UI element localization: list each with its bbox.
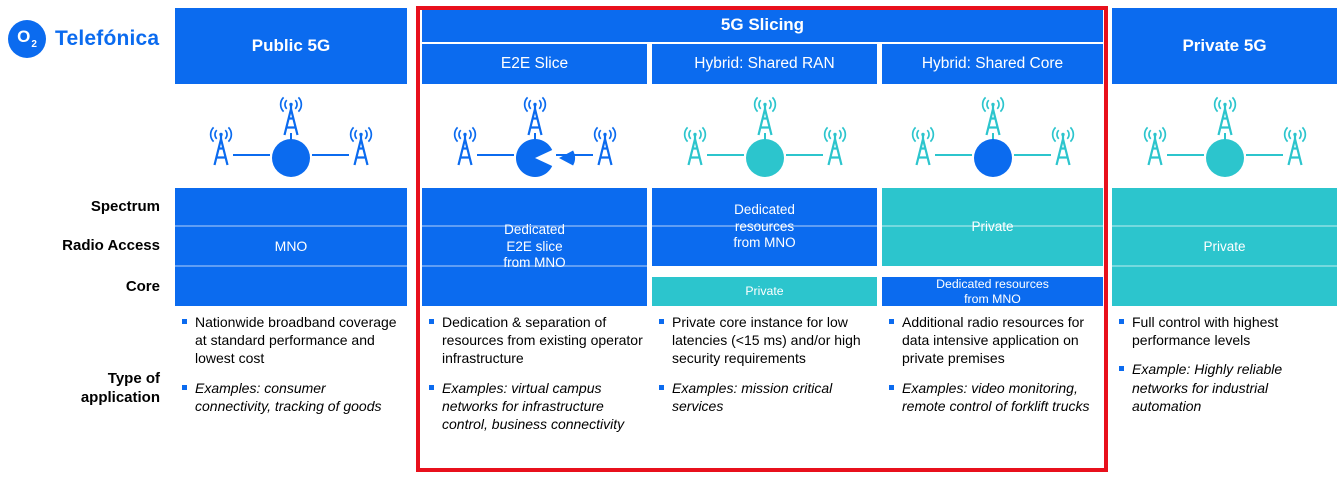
telefonica-wordmark: Telefónica xyxy=(55,27,160,50)
application-bullet-item: Full control with highest performance le… xyxy=(1119,313,1335,349)
application-bullet-item: Examples: consumer connectivity, trackin… xyxy=(182,379,405,415)
application-bullet-item: Nationwide broadband coverage at standar… xyxy=(182,313,405,368)
antenna-icon xyxy=(279,96,303,137)
application-bullet-text: Examples: consumer connectivity, trackin… xyxy=(195,379,382,414)
shared-ran-core-bar-label: Private xyxy=(745,284,784,299)
private-5g-header: Private 5G xyxy=(1112,8,1337,84)
application-bullet-text: Nationwide broadband coverage at standar… xyxy=(195,314,397,367)
core-network-icon xyxy=(973,139,1012,177)
column-hybrid-shared-core: Hybrid: Shared Core Private Dedicated re… xyxy=(882,0,1103,487)
e2e-slice-bar: Dedicated E2E slice from MNO xyxy=(422,188,647,306)
telefonica-logo: O2 Telefónica xyxy=(8,20,159,58)
shared-ran-mno-bar: Dedicated resources from MNO xyxy=(652,188,877,266)
bullet-square-icon xyxy=(659,384,664,390)
sliced-core-icon xyxy=(515,139,552,177)
application-bullet-item: Example: Highly reliable networks for in… xyxy=(1119,360,1335,415)
shared-ran-private-core-bar: Private xyxy=(652,277,877,306)
application-bullet-text: Private core instance for low latencies … xyxy=(672,314,861,367)
network-icon-e2e-slice xyxy=(453,96,616,177)
public-5g-header: Public 5G xyxy=(175,8,407,84)
bullet-square-icon xyxy=(889,384,894,390)
core-network-icon xyxy=(745,139,784,177)
row-label-radio-access: Radio Access xyxy=(62,237,160,255)
o2-logo-text: O2 xyxy=(17,27,37,50)
column-e2e-slice: E2E Slice Dedicated E2E slice from MNO D… xyxy=(422,0,647,487)
network-icon-public xyxy=(209,96,373,177)
shared-ran-mno-bar-label: Dedicated resources from MNO xyxy=(733,201,796,251)
core-network-icon xyxy=(272,139,310,177)
shared-core-private-bar-label: Private xyxy=(971,218,1014,234)
application-bullet-item: Private core instance for low latencies … xyxy=(659,313,875,368)
shared-ran-header: Hybrid: Shared RAN xyxy=(652,44,877,84)
bullet-square-icon xyxy=(1119,366,1124,372)
application-bullet-item: Examples: virtual campus networks for in… xyxy=(429,379,645,434)
antenna-icon xyxy=(823,126,846,167)
antenna-icon xyxy=(753,96,776,137)
application-bullet-text: Examples: virtual campus networks for in… xyxy=(442,379,625,432)
application-bullet-text: Examples: video monitoring, remote contr… xyxy=(902,379,1090,414)
antenna-icon xyxy=(593,126,616,167)
antenna-icon xyxy=(523,96,546,137)
antenna-icon xyxy=(1143,126,1166,167)
bullet-square-icon xyxy=(1119,319,1124,324)
antenna-icon xyxy=(453,126,476,167)
shared-core-mno-bar: Dedicated resources from MNO xyxy=(882,277,1103,306)
bullet-square-icon xyxy=(429,319,434,324)
e2e-bar-label: Dedicated E2E slice from MNO xyxy=(503,221,566,271)
slice-wedge-icon xyxy=(558,150,575,166)
application-bullet-text: Full control with highest performance le… xyxy=(1132,314,1279,349)
private-applications: Full control with highest performance le… xyxy=(1119,313,1335,426)
network-icon-shared-core xyxy=(911,96,1074,177)
application-bullet-item: Examples: video monitoring, remote contr… xyxy=(889,379,1101,415)
row-label-core: Core xyxy=(125,278,160,296)
antenna-icon xyxy=(981,96,1004,137)
private-bar: Private xyxy=(1112,188,1337,306)
column-private-5g: Private 5G Private Full control with hig… xyxy=(1112,0,1337,487)
application-bullet-item: Additional radio resources for data inte… xyxy=(889,313,1101,368)
antenna-icon xyxy=(209,126,233,167)
shared-core-header: Hybrid: Shared Core xyxy=(882,44,1103,84)
antenna-icon xyxy=(349,126,373,167)
application-bullet-item: Dedication & separation of resources fro… xyxy=(429,313,645,368)
bullet-square-icon xyxy=(182,384,187,390)
application-bullet-text: Examples: mission critical services xyxy=(672,379,833,414)
application-bullet-text: Example: Highly reliable networks for in… xyxy=(1132,361,1283,414)
public-applications: Nationwide broadband coverage at standar… xyxy=(182,313,405,426)
application-bullet-text: Additional radio resources for data inte… xyxy=(902,314,1085,367)
public-mno-bar: MNO xyxy=(175,188,407,306)
antenna-icon xyxy=(1283,126,1306,167)
antenna-icon xyxy=(911,126,934,167)
antenna-icon xyxy=(1051,126,1074,167)
network-icon-private xyxy=(1143,96,1306,177)
network-icon-shared-ran xyxy=(683,96,846,177)
bullet-square-icon xyxy=(659,319,664,324)
e2e-applications: Dedication & separation of resources fro… xyxy=(429,313,645,444)
application-bullet-item: Examples: mission critical services xyxy=(659,379,875,415)
bullet-square-icon xyxy=(429,384,434,390)
shared-core-private-bar: Private xyxy=(882,188,1103,266)
bullet-square-icon xyxy=(889,319,894,324)
shared-core-mno-bar-label: Dedicated resources from MNO xyxy=(936,277,1049,306)
shared-ran-applications: Private core instance for low latencies … xyxy=(659,313,875,426)
e2e-slice-header: E2E Slice xyxy=(422,44,647,84)
application-bullet-text: Dedication & separation of resources fro… xyxy=(442,314,643,367)
row-label-spectrum: Spectrum xyxy=(90,197,160,215)
row-label-type-of-application: Type of application xyxy=(80,370,160,406)
column-public-5g: Public 5G MNO Nationwide broadband cover… xyxy=(175,0,407,487)
column-hybrid-shared-ran: Hybrid: Shared RAN Dedicated resources f… xyxy=(652,0,877,487)
private-bar-label: Private xyxy=(1203,238,1246,254)
antenna-icon xyxy=(683,126,706,167)
bullet-square-icon xyxy=(182,319,187,324)
antenna-icon xyxy=(1213,96,1236,137)
core-network-icon xyxy=(1205,139,1244,177)
public-bar-label: MNO xyxy=(274,238,308,255)
o2-logo-icon: O2 xyxy=(8,20,46,58)
shared-core-applications: Additional radio resources for data inte… xyxy=(889,313,1101,426)
slicing-header: 5G Slicing xyxy=(422,8,1103,42)
